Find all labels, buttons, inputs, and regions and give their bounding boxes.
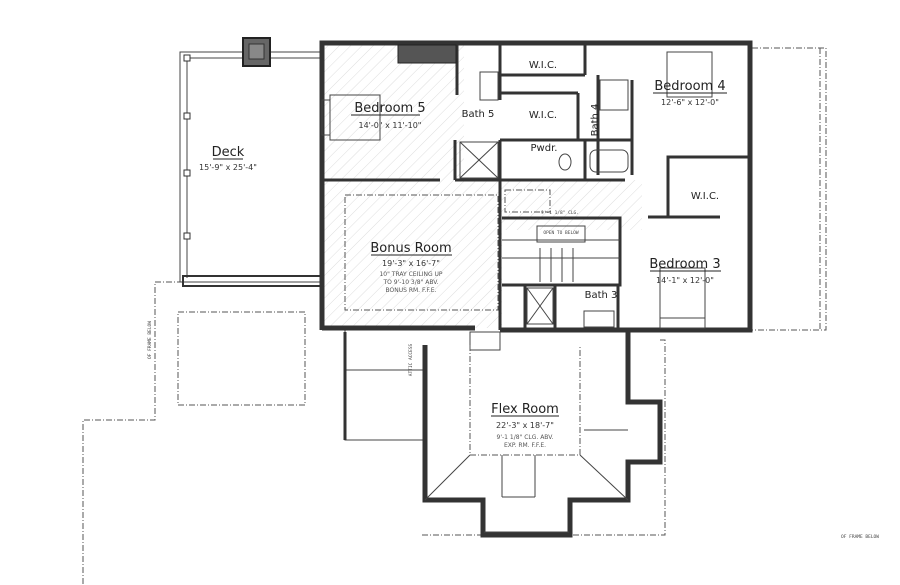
floor-hatching	[324, 45, 642, 328]
bath-fixtures	[459, 71, 629, 328]
room-label-wic-middle: W.I.C.	[529, 110, 557, 121]
room-label-bonus-room: Bonus Room	[370, 241, 451, 256]
room-note: TO 9'-10 3/8" ABV.	[382, 279, 438, 286]
room-note: BONUS RM. F.F.E.	[386, 287, 437, 294]
annotation-attic-access: ATTIC ACCESS	[408, 343, 414, 376]
room-label-bedroom-4: Bedroom 4	[654, 79, 725, 94]
room-label-wic-upper: W.I.C.	[529, 60, 557, 71]
room-bedroom-3: Bedroom 3 14'-1" x 12'-0"	[649, 257, 721, 285]
annotation-open-to-below: OPEN TO BELOW	[543, 230, 579, 236]
room-dims-bedroom-3: 14'-1" x 12'-0"	[656, 276, 714, 285]
room-note: 9'-1 1/8" CLG. ABV.	[497, 434, 554, 441]
room-label-bath-4: Bath 4	[590, 104, 601, 137]
room-label-deck: Deck	[212, 145, 245, 160]
room-dims-bonus-room: 19'-3" x 16'-7"	[382, 259, 440, 268]
room-label-wic-bedroom-3: W.I.C.	[691, 191, 719, 202]
room-dims-bedroom-5: 14'-0" x 11'-10"	[359, 121, 422, 130]
exterior-walls	[319, 40, 753, 538]
room-label-bedroom-3: Bedroom 3	[649, 257, 720, 272]
room-flex: Flex Room 22'-3" x 18'-7" 9'-1 1/8" CLG.…	[491, 402, 559, 449]
room-dims-flex-room: 22'-3" x 18'-7"	[496, 421, 554, 430]
staircase: OPEN TO BELOW 9'-1 1/8" CLG.	[502, 210, 620, 282]
annotation-frame-below-right: OF FRAME BELOW	[841, 534, 879, 540]
room-bedroom-4: Bedroom 4 12'-6" x 12'-0"	[653, 79, 727, 107]
room-dims-bedroom-4: 12'-6" x 12'-0"	[661, 98, 719, 107]
annotation-ceiling: 9'-1 1/8" CLG.	[541, 210, 579, 216]
beds	[321, 51, 713, 329]
room-bedroom-5: Bedroom 5 14'-0" x 11'-10"	[351, 101, 426, 130]
room-label-pwdr: Pwdr.	[531, 143, 558, 154]
room-dims-deck: 15'-9" x 25'-4"	[199, 163, 257, 172]
room-label-bath-5: Bath 5	[462, 109, 495, 120]
room-label-bath-3: Bath 3	[585, 290, 618, 301]
room-note: EXP. RM. F.F.E.	[504, 442, 546, 449]
deck: Deck 15'-9" x 25'-4"	[179, 37, 323, 287]
interior-walls	[322, 44, 748, 533]
room-bonus: Bonus Room 19'-3" x 16'-7" 10" TRAY CEIL…	[370, 241, 452, 294]
room-note: 10" TRAY CEILING UP	[379, 271, 442, 278]
room-label-bedroom-5: Bedroom 5	[354, 101, 425, 116]
room-label-flex-room: Flex Room	[491, 402, 559, 417]
annotation-frame-below-left: OF FRAME BELOW	[147, 321, 153, 359]
